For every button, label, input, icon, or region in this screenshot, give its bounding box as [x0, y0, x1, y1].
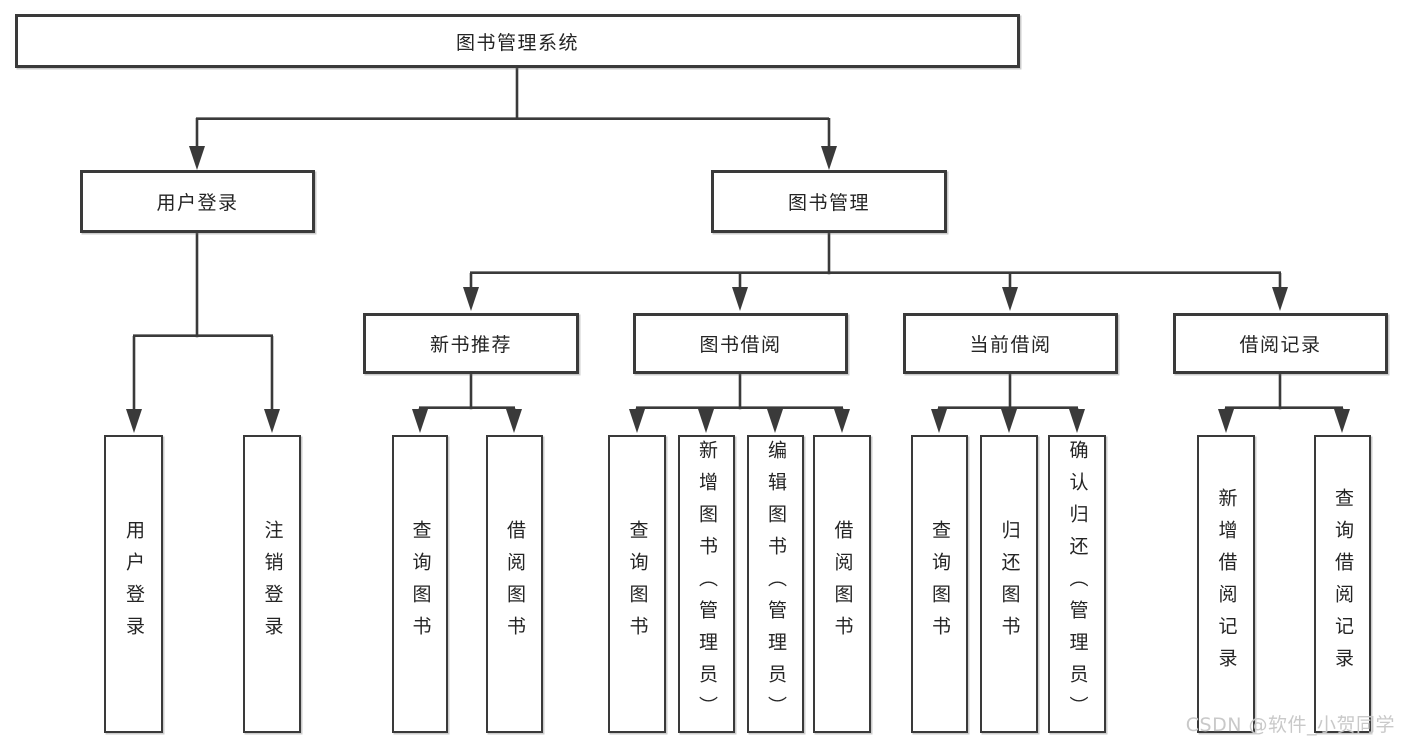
leaf-current-query-books: 查询图书 [911, 435, 968, 733]
leaf-user-login: 用户登录 [104, 435, 163, 733]
node-book-borrow: 图书借阅 [633, 313, 848, 374]
leaf-recommend-borrow-books: 借阅图书 [486, 435, 543, 733]
leaf-add-borrow-record: 新增借阅记录 [1197, 435, 1255, 733]
leaf-logout: 注销登录 [243, 435, 301, 733]
csdn-watermark: CSDN @软件_小贺同学 [1185, 714, 1395, 736]
node-new-book-recommend: 新书推荐 [363, 313, 579, 374]
node-user-login: 用户登录 [80, 170, 315, 233]
leaf-borrow-query-books: 查询图书 [608, 435, 666, 733]
leaf-recommend-query-books: 查询图书 [392, 435, 448, 733]
leaf-edit-book-admin: 编辑图书（管理员） [747, 435, 804, 733]
leaf-query-borrow-record: 查询借阅记录 [1314, 435, 1371, 733]
leaf-confirm-return-admin: 确认归还（管理员） [1048, 435, 1106, 733]
node-root-system: 图书管理系统 [15, 14, 1020, 68]
leaf-borrow-books: 借阅图书 [813, 435, 871, 733]
leaf-return-book: 归还图书 [980, 435, 1038, 733]
node-borrow-records: 借阅记录 [1173, 313, 1388, 374]
node-current-borrow: 当前借阅 [903, 313, 1118, 374]
leaf-add-book-admin: 新增图书（管理员） [678, 435, 735, 733]
node-book-management: 图书管理 [711, 170, 947, 233]
arrowheads [126, 146, 1350, 433]
